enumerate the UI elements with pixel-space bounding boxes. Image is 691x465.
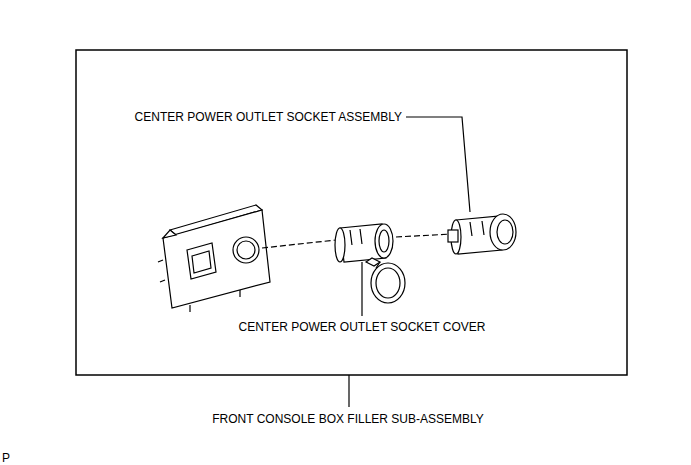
- part-name: FRONT CONSOLE BOX FILLER SUB-ASSEMBLY: [212, 412, 484, 426]
- console-filler-panel: [158, 205, 270, 312]
- leader-line: [406, 117, 470, 212]
- leader-line: [348, 375, 349, 407]
- page-marker: P: [2, 451, 10, 465]
- part-name: CENTER POWER OUTLET SOCKET COVER: [239, 320, 486, 334]
- frame-border: [76, 50, 627, 375]
- alignment-line: [396, 234, 452, 237]
- part-name: CENTER POWER OUTLET SOCKET ASSEMBLY: [135, 110, 402, 124]
- alignment-line: [262, 240, 336, 248]
- socket-assembly: [448, 214, 516, 254]
- leader-line: [361, 262, 362, 316]
- socket-cover: [335, 224, 405, 303]
